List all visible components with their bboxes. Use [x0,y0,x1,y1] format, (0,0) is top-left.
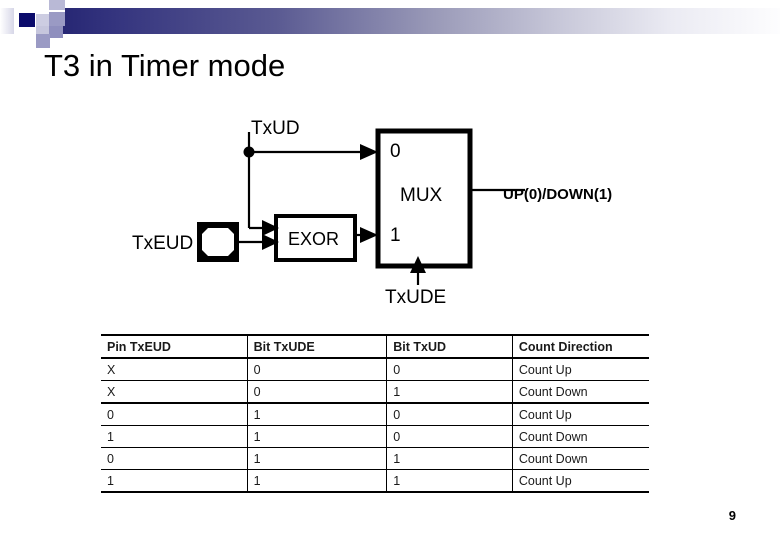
deco-square-a [0,8,14,34]
cell-count-direction: Count Down [511,380,649,404]
cell-bit-txude: 0 [246,358,388,381]
deco-square-h [36,26,49,36]
cell-pin-txeud: X [101,358,248,381]
deco-square-i [49,26,63,38]
cell-pin-txeud: 1 [101,425,248,448]
truth-table: Pin TxEUD Bit TxUDE Bit TxUD Count Direc… [101,334,649,493]
deco-square-j [24,30,36,40]
diagram-label-mux-in-0: 0 [390,141,401,162]
deco-square-c [35,0,49,14]
cell-bit-txud: 1 [386,380,513,404]
cell-count-direction: Count Down [511,425,649,448]
diagram-label-txeud: TxEUD [132,233,193,254]
cell-bit-txude: 1 [246,403,388,426]
diagram-label-mux-in-1: 1 [390,225,401,246]
column-header-bit-txude: Bit TxUDE [246,334,388,359]
table-row: X 0 1 Count Down [101,380,649,404]
cell-pin-txeud: 0 [101,447,248,470]
cell-bit-txude: 0 [246,380,388,404]
diagram-label-txud: TxUD [251,118,300,139]
cell-bit-txud: 0 [386,403,513,426]
column-header-bit-txud: Bit TxUD [386,334,513,359]
cell-bit-txude: 1 [246,469,388,493]
diagram-label-txude: TxUDE [385,287,446,308]
deco-square-l [0,34,24,44]
deco-square-navy-1 [19,13,35,27]
page-number: 9 [728,508,736,523]
diagram-output-label: UP(0)/DOWN(1) [503,186,613,203]
block-diagram: TxUD 0 1 MUX EXOR TxEUD TxUDE [0,110,680,320]
cell-bit-txude: 1 [246,447,388,470]
table-row: 1 1 0 Count Down [101,425,649,448]
table-row: X 0 0 Count Up [101,358,649,381]
cell-bit-txud: 1 [386,447,513,470]
diagram-label-mux: MUX [400,185,443,206]
cell-bit-txud: 1 [386,469,513,493]
header-gradient-band [60,8,780,34]
cell-bit-txud: 0 [386,425,513,448]
deco-square-f [36,14,49,26]
cell-count-direction: Count Up [511,358,649,381]
cell-count-direction: Count Down [511,447,649,470]
column-header-count-direction: Count Direction [511,334,649,359]
cell-count-direction: Count Up [511,403,649,426]
diagram-label-exor: EXOR [288,229,339,249]
cell-pin-txeud: 0 [101,403,248,426]
table-header-row: Pin TxEUD Bit TxUDE Bit TxUD Count Direc… [101,334,649,359]
table-row: 0 1 0 Count Up [101,403,649,426]
deco-square-k [36,34,50,48]
deco-square-d [49,0,65,10]
truth-table-container: Pin TxEUD Bit TxUDE Bit TxUD Count Direc… [101,334,649,493]
cell-bit-txud: 0 [386,358,513,381]
page-title: T3 in Timer mode [44,48,286,83]
table-row: 1 1 1 Count Up [101,469,649,493]
cell-bit-txude: 1 [246,425,388,448]
table-row: 0 1 1 Count Down [101,447,649,470]
txud-junction-dot [243,146,255,158]
cell-pin-txeud: X [101,380,248,404]
cell-count-direction: Count Up [511,469,649,493]
deco-square-g [49,12,65,26]
column-header-pin-txeud: Pin TxEUD [101,334,248,359]
cell-pin-txeud: 1 [101,469,248,493]
